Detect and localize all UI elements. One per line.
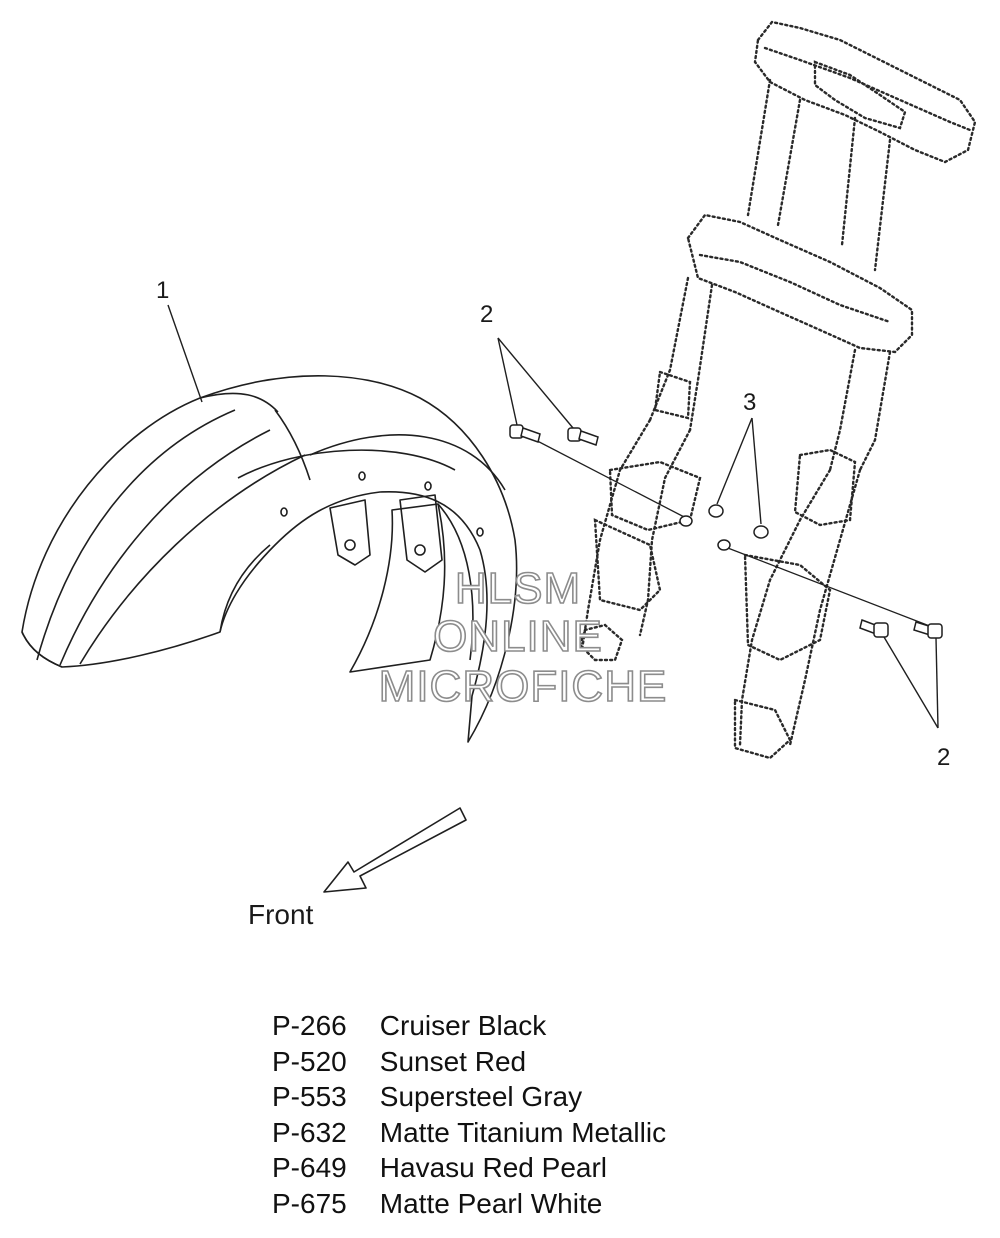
paint-code-item: P-675 Matte Pearl White [272,1186,792,1222]
paint-code: P-649 [272,1152,347,1183]
screw-lower-right [913,621,943,639]
paint-code: P-520 [272,1045,347,1077]
paint-code-item: P-553 Supersteel Gray [272,1079,792,1115]
callout-2-upper-screws: 2 [480,301,493,328]
paint-name: Cruiser Black [379,1010,547,1041]
front-direction-arrow [323,807,467,893]
callout-1-fender: 1 [156,277,169,304]
fasteners [509,424,943,639]
nut-right [753,525,769,539]
screw-lower-left [859,619,889,638]
watermark-line-3: MICROFICHE [379,662,668,711]
watermark: HLSM ONLINE MICROFICHE [378,563,668,712]
paint-code-item: P-520 Sunset Red [272,1044,792,1080]
nut-fork-left [679,515,693,527]
paint-name: Matte Pearl White [379,1187,603,1219]
front-fork-assembly [578,20,977,760]
watermark-line-2: ONLINE [433,612,603,661]
nut-lower [717,539,731,551]
callout-2-lower-screws: 2 [937,744,950,771]
nut-left [708,504,724,518]
paint-code: P-266 [272,1010,347,1041]
paint-name: Supersteel Gray [379,1081,583,1112]
paint-code: P-675 [272,1187,347,1219]
paint-code: P-632 [272,1116,347,1148]
callout-3-nuts: 3 [743,389,756,416]
paint-name: Sunset Red [379,1045,527,1077]
callout-leaders [167,304,939,729]
screw-upper-left [509,424,541,443]
front-direction-label: Front [248,899,314,930]
paint-code-item: P-266 Cruiser Black [272,1008,792,1044]
paint-code-item: P-649 Havasu Red Pearl [272,1150,792,1186]
paint-code-item: P-632 Matte Titanium Metallic [272,1115,792,1151]
paint-code: P-553 [272,1081,347,1112]
watermark-line-1: HLSM [455,564,581,613]
paint-code-list: P-266 Cruiser Black P-520 Sunset Red P-5… [272,1008,792,1221]
paint-name: Havasu Red Pearl [379,1152,608,1183]
front-fender-illustration [21,375,518,743]
paint-name: Matte Titanium Metallic [379,1116,667,1148]
screw-upper-right [567,427,599,446]
